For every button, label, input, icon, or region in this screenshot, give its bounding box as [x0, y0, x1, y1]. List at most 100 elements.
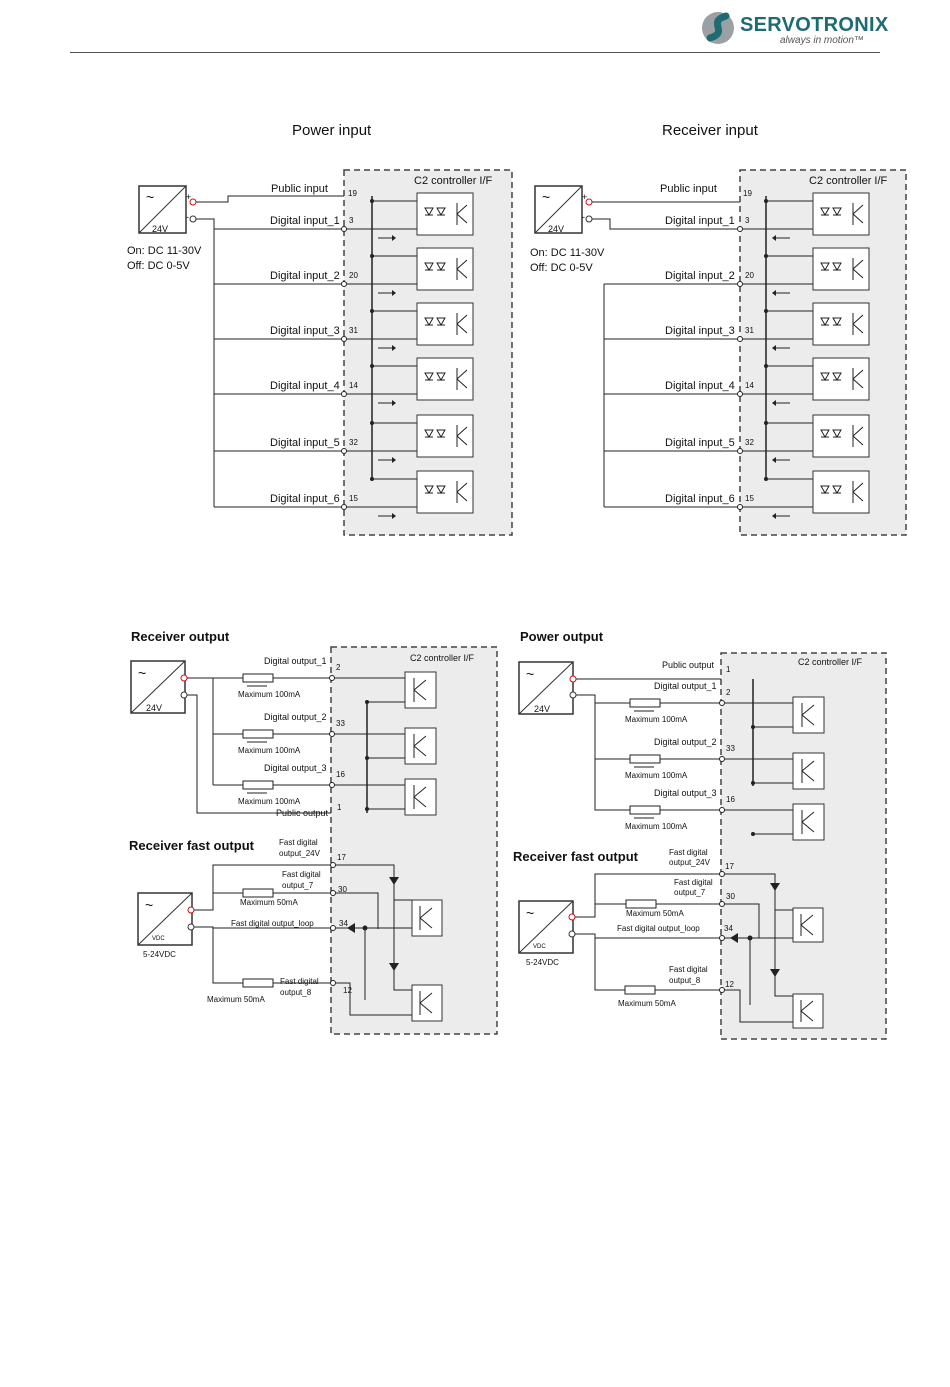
terminal	[737, 226, 743, 232]
fd7-pin: 30	[726, 892, 735, 901]
receiver-fast-output-title: Receiver fast output	[513, 849, 639, 864]
led-symbol	[820, 485, 830, 495]
fd24-pin: 17	[725, 862, 734, 871]
off-label: Off: DC 0-5V	[530, 262, 593, 274]
input-row: Digital input_1 3	[665, 192, 870, 241]
svg-text:~: ~	[138, 665, 146, 681]
header-divider	[70, 52, 880, 53]
fd8-label-b: output_8	[669, 976, 701, 985]
optocoupler-box	[812, 192, 870, 236]
fd24-label-b: output_24V	[279, 849, 321, 858]
public-input-label: Public input	[660, 183, 717, 195]
servotronix-logo-icon	[702, 12, 734, 44]
max-current-label: Maximum 100mA	[238, 690, 301, 699]
input-label: Digital input_1	[665, 215, 735, 227]
junction	[764, 477, 768, 481]
receiver-input-title: Receiver input	[662, 122, 759, 139]
fd24-label-a: Fast digital	[669, 848, 708, 857]
terminal	[737, 448, 743, 454]
led-symbol	[436, 207, 446, 217]
max-current-label: Maximum 100mA	[625, 771, 688, 780]
junction	[370, 421, 374, 425]
optocoupler-box	[416, 302, 474, 346]
receiver-output-diagram: Receiver output C2 controller I/F ~ 24V …	[130, 629, 498, 1035]
pin-number: 33	[336, 719, 345, 728]
terminal	[329, 675, 335, 681]
junction	[764, 421, 768, 425]
terminal	[341, 336, 347, 342]
led-symbol	[436, 262, 446, 272]
loop-label: Fast digital output_loop	[231, 919, 314, 928]
fd7-max: Maximum 50mA	[240, 898, 298, 907]
terminal	[737, 504, 743, 510]
junction	[764, 364, 768, 368]
input-label: Digital input_4	[665, 380, 735, 392]
supply-block: ~ 24V	[518, 661, 577, 715]
transistor-symbol	[801, 759, 815, 783]
transistor-symbol	[456, 425, 468, 447]
junction	[370, 309, 374, 313]
fd24-label-a: Fast digital	[279, 838, 318, 847]
arrow-head	[392, 235, 396, 241]
optocoupler-box	[416, 470, 474, 514]
arrow-head	[392, 513, 396, 519]
transistor-symbol	[413, 734, 427, 758]
svg-text:~: ~	[526, 905, 534, 921]
led-symbol	[832, 429, 842, 439]
transistor-symbol	[456, 368, 468, 390]
optocoupler-box	[416, 192, 474, 236]
led-symbol	[832, 207, 842, 217]
max-current-label: Maximum 100mA	[625, 822, 688, 831]
terminal	[719, 756, 725, 762]
led-symbol	[424, 207, 434, 217]
input-label: Digital input_3	[270, 325, 340, 337]
supply-label: 5-24VDC	[526, 958, 559, 967]
pin-number: 31	[745, 326, 754, 335]
fd8-label-a: Fast digital	[280, 977, 319, 986]
public-pin: 19	[743, 189, 752, 198]
header-logo	[700, 10, 870, 46]
power-output-diagram: Power output C2 controller I/F ~ 24V Pub…	[518, 629, 887, 1040]
fd7-max: Maximum 50mA	[626, 909, 684, 918]
fd8-max: Maximum 50mA	[207, 995, 265, 1004]
led-symbol	[820, 207, 830, 217]
loop-label: Fast digital output_loop	[617, 924, 700, 933]
supply-block: ~ + - 24V	[534, 185, 593, 234]
vdc-label: VDC	[152, 936, 165, 942]
terminal	[719, 700, 725, 706]
pin-number: 16	[336, 770, 345, 779]
junction	[751, 832, 755, 836]
vdc-label: VDC	[533, 944, 546, 950]
terminal	[737, 391, 743, 397]
panel-label: C2 controller I/F	[410, 653, 475, 663]
transistor-symbol	[801, 810, 815, 834]
optocoupler-box	[812, 470, 870, 514]
transistor-symbol	[852, 368, 864, 390]
svg-text:+: +	[582, 192, 587, 202]
power-output-title: Power output	[520, 629, 604, 644]
pin-number: 3	[745, 216, 750, 225]
arrow-head	[772, 513, 776, 519]
terminal	[341, 504, 347, 510]
input-label: Digital input_6	[270, 493, 340, 505]
pin-number: 31	[349, 326, 358, 335]
pin-number: 14	[745, 381, 754, 390]
transistor-symbol	[456, 313, 468, 335]
led-symbol	[436, 372, 446, 382]
transistor-box	[404, 778, 437, 816]
terminal	[737, 281, 743, 287]
svg-text:~: ~	[526, 666, 534, 682]
arrow-head	[772, 457, 776, 463]
input-row: Digital input_4 14	[604, 357, 870, 406]
receiver-fast-output-left: Receiver fast output ~ VDC 5-24VDC Fast …	[129, 838, 443, 1022]
supply-block: ~ 24V	[130, 660, 188, 714]
junction	[751, 725, 755, 729]
supply-block: ~ + - 24V	[138, 185, 197, 234]
led-symbol	[832, 262, 842, 272]
